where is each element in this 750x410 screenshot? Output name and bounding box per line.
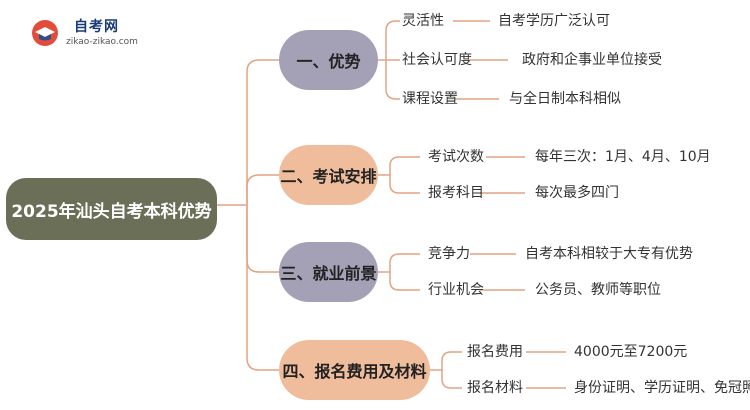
site-logo[interactable]: 自考网 zikao-zikao.com <box>30 14 140 54</box>
logo-title: 自考网 <box>74 19 119 35</box>
connector-branch-1 <box>246 59 279 205</box>
item-value: 与全日制本科相似 <box>509 91 621 107</box>
item-value: 政府和企事业单位接受 <box>522 52 662 68</box>
connector-branch-4 <box>246 205 279 371</box>
item-key: 报名材料 <box>467 380 523 396</box>
item-value: 公务员、教师等职位 <box>535 282 661 298</box>
item-value: 身份证明、学历证明、免冠照片 <box>574 380 750 396</box>
item-key: 考试次数 <box>428 149 484 165</box>
item-key: 竞争力 <box>428 246 470 262</box>
item-key: 行业机会 <box>428 282 484 298</box>
root-node: 2025年汕头自考本科优势 <box>6 178 217 240</box>
graduation-cap-icon <box>32 20 58 46</box>
item-value: 每年三次：1月、4月、10月 <box>535 149 711 165</box>
item-key: 课程设置 <box>402 91 458 107</box>
item-value: 自考学历广泛认可 <box>498 13 610 29</box>
connector-branch-3 <box>246 205 279 273</box>
item-value: 4000元至7200元 <box>574 344 688 360</box>
branch-exam-schedule: 二、考试安排 <box>279 145 378 205</box>
connector-branch-2 <box>246 174 279 205</box>
branch-career-prospects: 三、就业前景 <box>279 242 378 302</box>
item-key: 灵活性 <box>402 13 444 29</box>
item-value: 每次最多四门 <box>535 185 619 201</box>
item-key: 报名费用 <box>467 344 523 360</box>
logo-url: zikao-zikao.com <box>66 37 138 47</box>
item-value: 自考本科相较于大专有优势 <box>525 246 693 262</box>
branch-fees-materials: 四、报名费用及材料 <box>279 340 430 400</box>
branch-advantages: 一、优势 <box>279 30 378 90</box>
item-key: 报考科目 <box>428 185 484 201</box>
item-key: 社会认可度 <box>402 52 472 68</box>
